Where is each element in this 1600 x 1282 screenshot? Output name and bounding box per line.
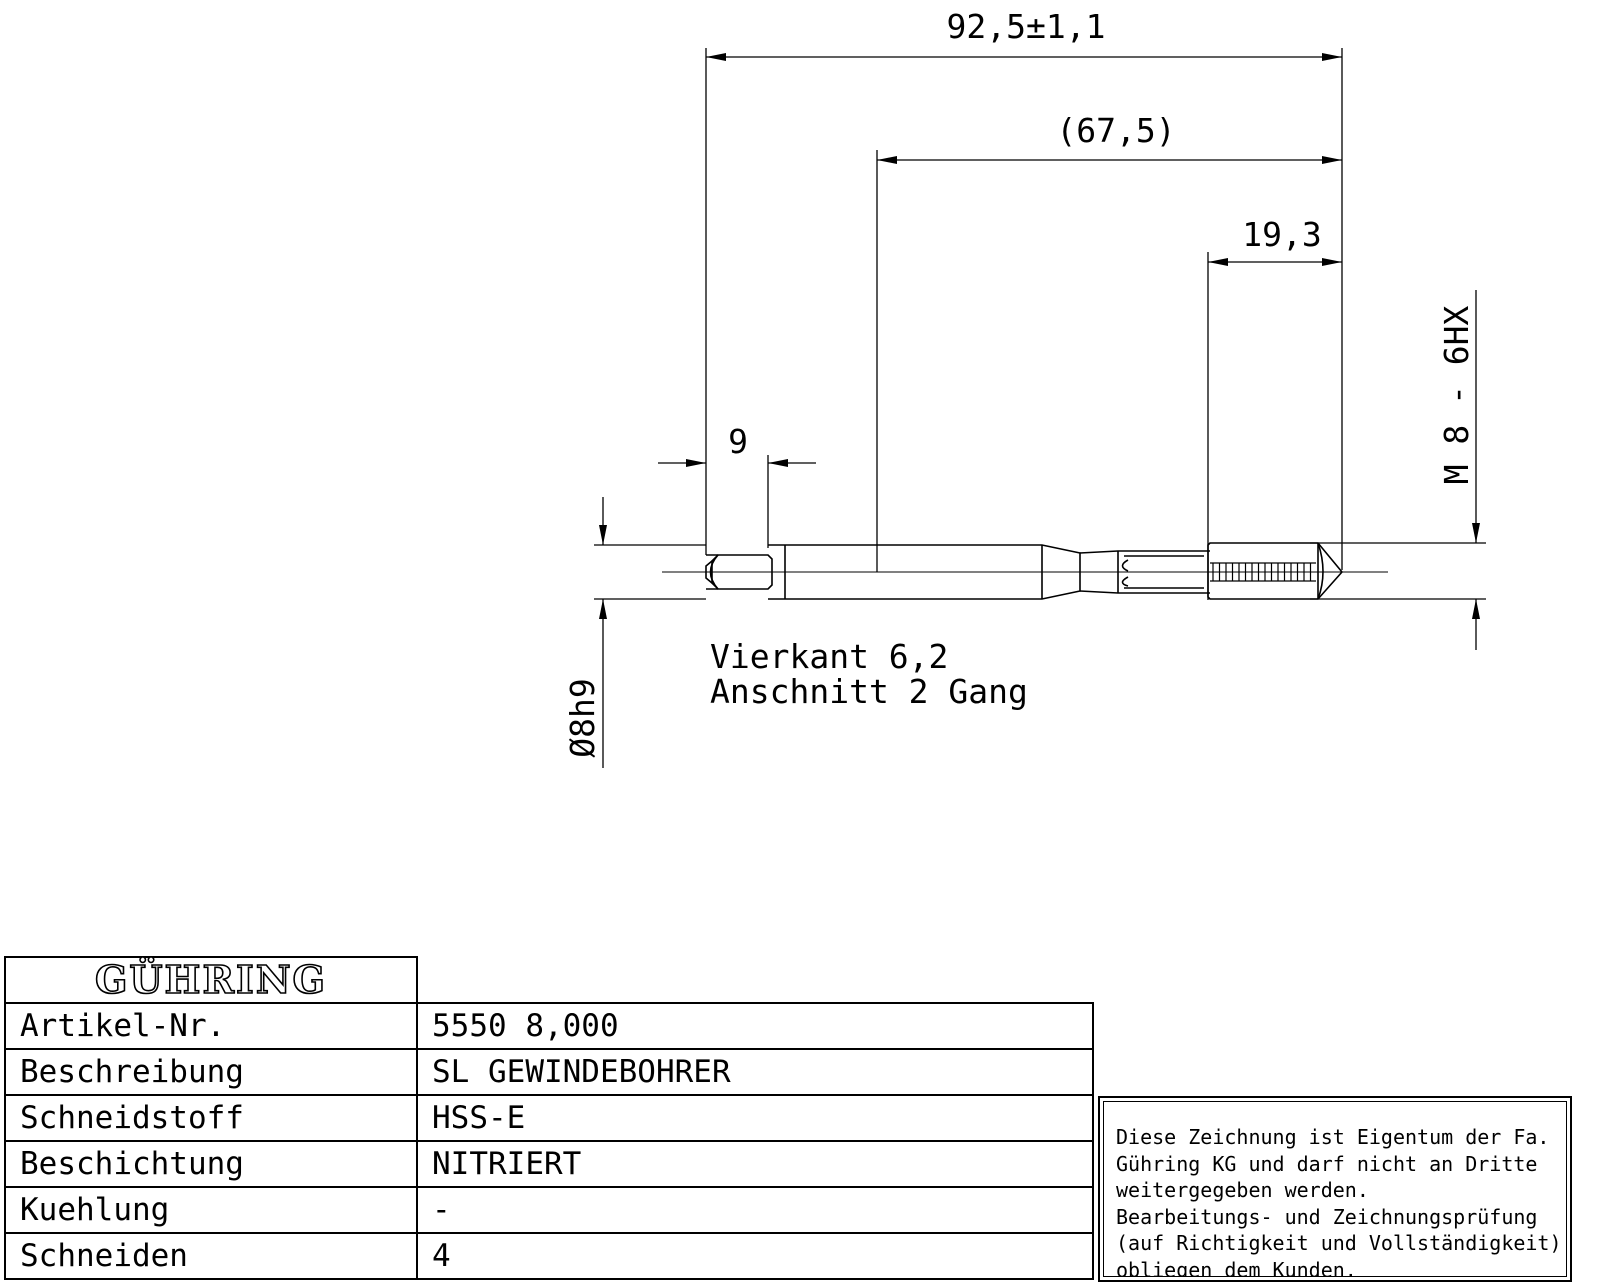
table-row: Beschreibung SL GEWINDEBOHRER: [4, 1048, 1094, 1096]
dim-square-length: 9: [728, 422, 748, 461]
title-block-logo-row: GÜHRING: [4, 956, 1093, 1004]
note-square: Vierkant 6,2: [710, 637, 948, 676]
dim-shank-diameter: Ø8h9: [563, 678, 602, 757]
table-row: Schneiden 4: [4, 1232, 1094, 1280]
row-label-cutting-edges: Schneiden: [4, 1232, 418, 1280]
table-row: Kuehlung -: [4, 1186, 1094, 1234]
technical-drawing: 92,5±1,1 (67,5) 19,3 9 M 8 - 6HX Ø8h9 Vi…: [563, 7, 1486, 768]
guehring-logo: GÜHRING: [94, 957, 328, 1003]
row-label-cooling: Kuehlung: [4, 1186, 418, 1234]
dim-thread-length: 19,3: [1242, 215, 1321, 254]
dim-shank-to-tip: (67,5): [1056, 111, 1175, 150]
table-row: Schneidstoff HSS-E: [4, 1094, 1094, 1142]
ownership-notice-text: Diese Zeichnung ist Eigentum der Fa. Güh…: [1103, 1101, 1567, 1277]
title-block-blank: [417, 957, 1093, 1003]
row-value-cutting-material: HSS-E: [416, 1094, 1094, 1142]
row-label-article-no: Artikel-Nr.: [4, 1002, 418, 1050]
tap-outline: [662, 542, 1388, 600]
row-label-description: Beschreibung: [4, 1048, 418, 1096]
row-value-article-no: 5550 8,000: [416, 1002, 1094, 1050]
row-value-cutting-edges: 4: [416, 1232, 1094, 1280]
note-chamfer: Anschnitt 2 Gang: [710, 672, 1028, 711]
row-value-description: SL GEWINDEBOHRER: [416, 1048, 1094, 1096]
row-value-cooling: -: [416, 1186, 1094, 1234]
dim-overall-length: 92,5±1,1: [947, 7, 1106, 46]
row-value-coating: NITRIERT: [416, 1140, 1094, 1188]
row-label-cutting-material: Schneidstoff: [4, 1094, 418, 1142]
table-row: Beschichtung NITRIERT: [4, 1140, 1094, 1188]
ownership-notice: Diese Zeichnung ist Eigentum der Fa. Güh…: [1098, 1096, 1572, 1282]
thread-hatching: [1210, 562, 1316, 582]
company-logo-cell: GÜHRING: [4, 956, 418, 1004]
dim-thread-size: M 8 - 6HX: [1437, 305, 1476, 484]
row-label-coating: Beschichtung: [4, 1140, 418, 1188]
title-block: GÜHRING Artikel-Nr. 5550 8,000 Beschreib…: [4, 956, 1094, 1280]
table-row: Artikel-Nr. 5550 8,000: [4, 1002, 1094, 1050]
